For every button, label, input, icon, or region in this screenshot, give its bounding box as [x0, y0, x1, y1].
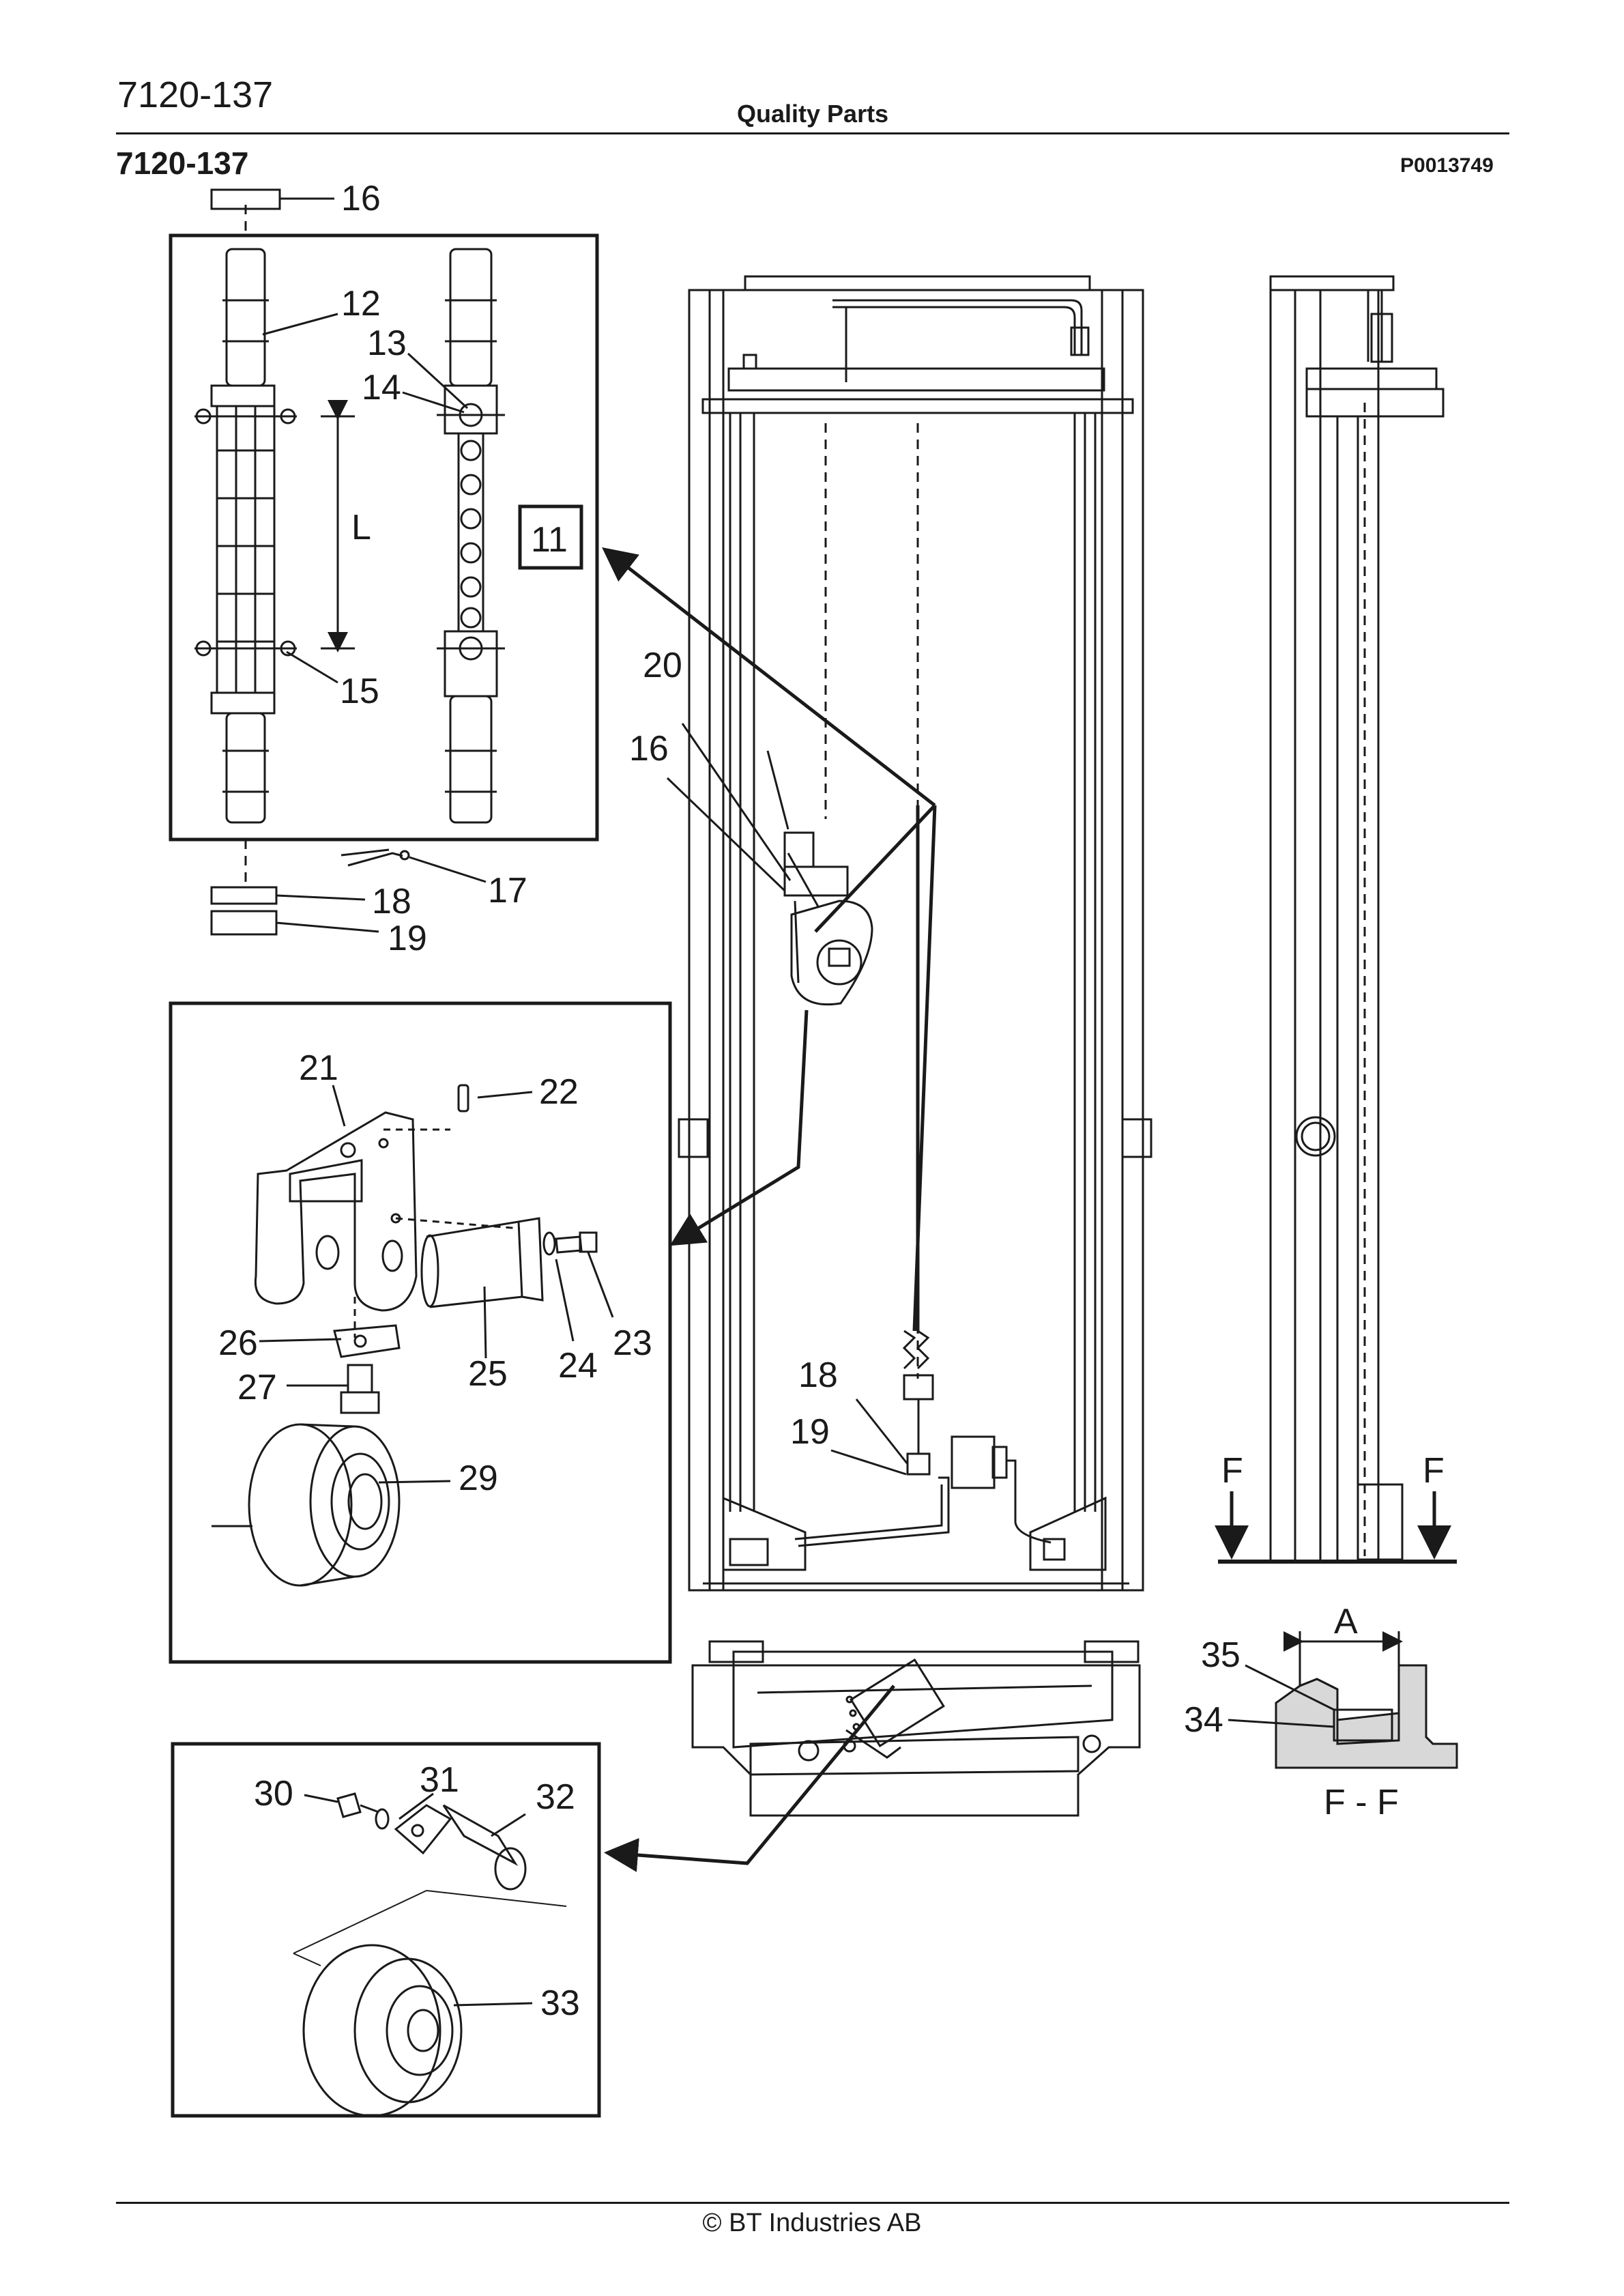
- callout-24: 24: [558, 1346, 598, 1386]
- callout-35: 35: [1201, 1635, 1241, 1675]
- callout-27: 27: [237, 1368, 277, 1407]
- footer-rule: [116, 2202, 1509, 2204]
- section-mark-F-right: F: [1423, 1451, 1445, 1491]
- section-mark-F-left: F: [1221, 1451, 1243, 1491]
- chain-detail-panel: [169, 188, 599, 887]
- callout-18-left: 18: [372, 882, 411, 921]
- callout-16-top: 16: [341, 179, 381, 218]
- callout-30: 30: [254, 1774, 293, 1813]
- callout-18-center: 18: [798, 1355, 838, 1395]
- dimension-A: A: [1334, 1602, 1358, 1641]
- figure-title: 7120-137: [116, 145, 249, 181]
- chain-front-view: [194, 248, 297, 824]
- callout-26: 26: [218, 1323, 258, 1363]
- callout-17: 17: [488, 871, 527, 910]
- document-number: 7120-137: [117, 74, 274, 115]
- mast-front-view: [678, 275, 1152, 1592]
- callout-16-mid: 16: [629, 729, 669, 769]
- callout-22: 22: [539, 1072, 579, 1112]
- callout-23: 23: [613, 1323, 652, 1363]
- callout-11: 11: [531, 520, 568, 560]
- callout-19-center: 19: [790, 1412, 830, 1452]
- callout-21: 21: [299, 1048, 338, 1088]
- callout-14: 14: [362, 368, 401, 407]
- parts-17-18-19: [210, 848, 487, 936]
- callout-20: 20: [643, 646, 682, 685]
- callout-34: 34: [1184, 1700, 1223, 1740]
- header-title: Quality Parts: [737, 100, 889, 128]
- header-rule: [116, 132, 1509, 134]
- dimension-L: L: [351, 508, 371, 547]
- roller-33-panel: [171, 1742, 601, 2118]
- section-ff: [1228, 1631, 1458, 1769]
- callout-12: 12: [341, 284, 381, 324]
- callout-33: 33: [540, 1983, 580, 2023]
- callout-32: 32: [536, 1777, 575, 1817]
- section-label-FF: F - F: [1324, 1783, 1399, 1822]
- callout-19-left: 19: [388, 919, 427, 958]
- callout-29: 29: [459, 1459, 498, 1498]
- callout-15: 15: [340, 672, 379, 711]
- view-link-arrows: [602, 547, 937, 1872]
- footer-copyright: © BT Industries AB: [702, 2209, 922, 2237]
- mast-side-view: [1215, 275, 1457, 1564]
- figure-code: P0013749: [1400, 154, 1494, 177]
- chain-side-view: [437, 248, 505, 824]
- mast-bottom-view: [691, 1640, 1141, 1817]
- callout-13: 13: [367, 324, 407, 363]
- callout-25: 25: [468, 1354, 508, 1394]
- callout-31: 31: [420, 1760, 459, 1800]
- bracket-roller-panel: [169, 1001, 672, 1664]
